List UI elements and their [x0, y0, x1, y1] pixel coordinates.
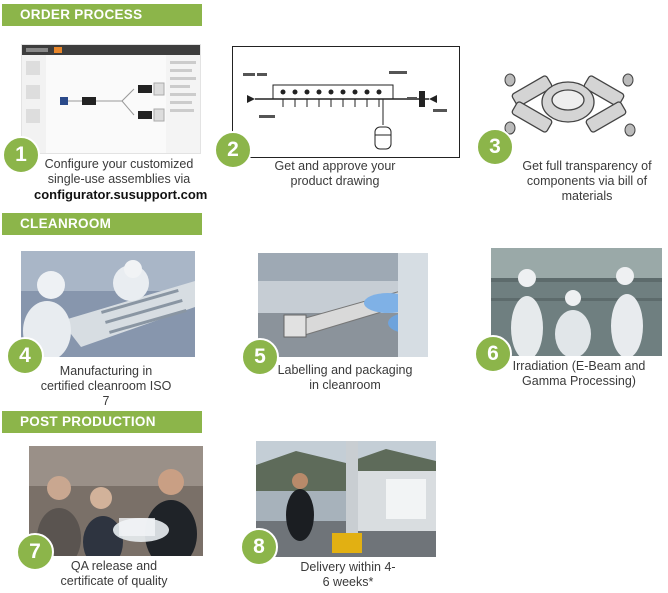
step-badge-7: 7	[16, 533, 54, 571]
step-badge-2: 2	[214, 131, 252, 169]
delivery-photo	[256, 441, 436, 557]
manufacturing-photo	[21, 251, 195, 357]
irradiation-photo	[491, 248, 662, 356]
step-caption-4: Manufacturing in certified cleanroom ISO…	[40, 364, 172, 408]
section-cleanroom: CLEANROOM	[2, 213, 202, 235]
qa-release-photo	[29, 446, 203, 556]
step-caption-3: Get full transparency of components via …	[522, 159, 652, 203]
step-caption-6: Irradiation (E-Beam and Gamma Processing…	[512, 359, 646, 388]
step-badge-1: 1	[2, 136, 40, 174]
component-drawing	[490, 44, 660, 156]
configurator-link[interactable]: configurator.susupport.com	[34, 187, 208, 202]
step-caption-1: Configure your customized single-use ass…	[34, 157, 208, 202]
step-caption-1-text: Configure your customized single-use ass…	[44, 157, 194, 186]
step-badge-3: 3	[476, 128, 514, 166]
section-order-process: ORDER PROCESS	[2, 4, 202, 26]
step-caption-8: Delivery within 4-6 weeks*	[300, 560, 396, 589]
labelling-photo	[258, 253, 428, 357]
product-drawing	[232, 46, 460, 158]
step-badge-5: 5	[241, 338, 279, 376]
step-badge-6: 6	[474, 335, 512, 373]
step-caption-2: Get and approve your product drawing	[274, 159, 396, 188]
step-badge-4: 4	[6, 337, 44, 375]
section-post-production: POST PRODUCTION	[2, 411, 202, 433]
step-caption-7: QA release and certificate of quality	[60, 559, 168, 588]
configurator-screenshot	[21, 44, 201, 154]
step-caption-5: Labelling and packaging in cleanroom	[277, 363, 413, 392]
step-badge-8: 8	[240, 528, 278, 566]
